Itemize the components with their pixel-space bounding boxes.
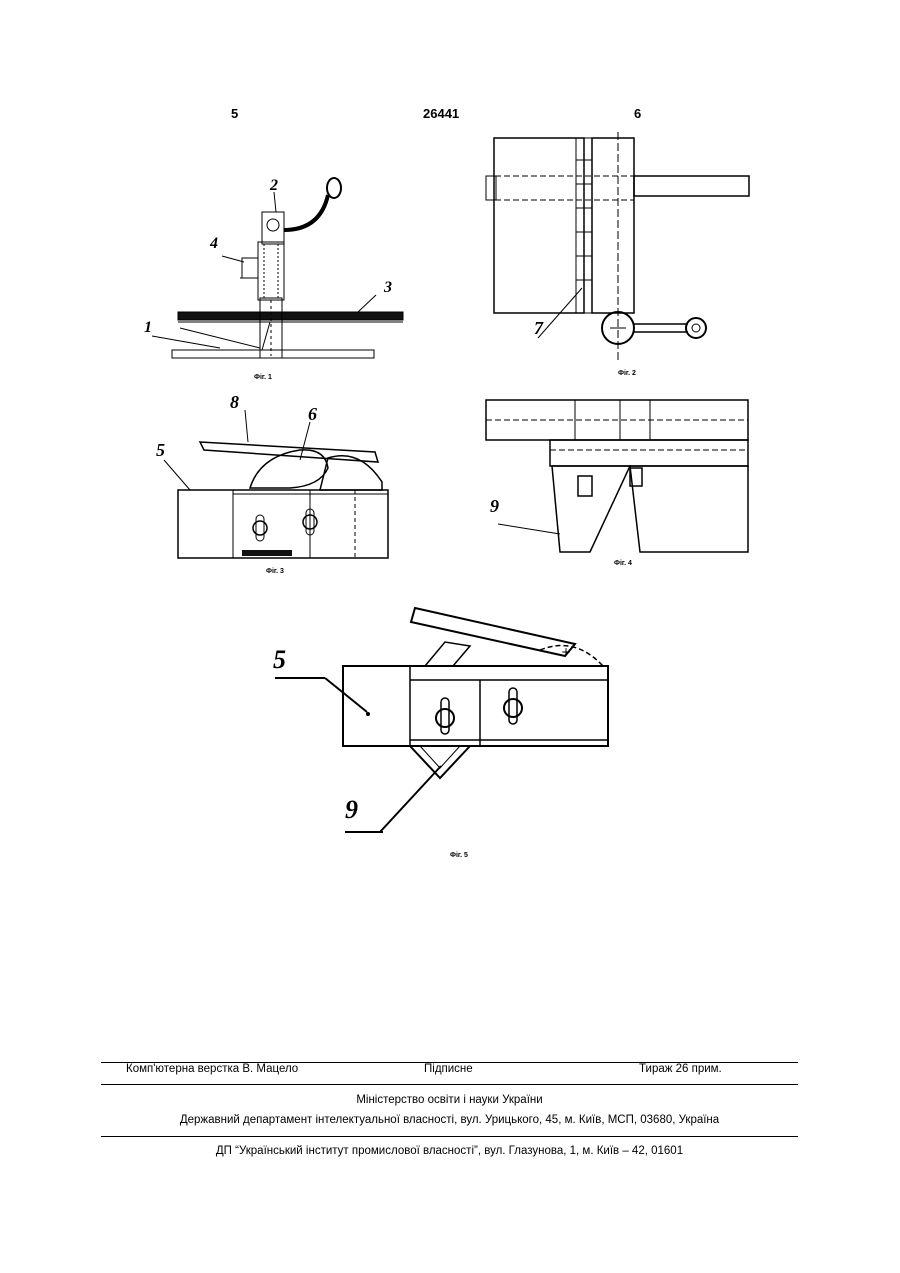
figure-2-caption: Фіг. 2: [618, 370, 636, 377]
figure-4-caption: Фіг. 4: [614, 560, 632, 567]
figure-4: 9: [480, 392, 750, 562]
callout-7: 7: [534, 318, 544, 338]
center-mark-icon: +: [561, 645, 571, 659]
callout-4: 4: [209, 235, 218, 252]
figure-1: 1 2 3 4: [140, 170, 410, 375]
footer-department: Державний департамент інтелектуальної вл…: [101, 1114, 798, 1126]
callout-9-fig5: 9: [345, 795, 358, 824]
patent-number: 26441: [423, 106, 459, 121]
footer-institute: ДП “Український інститут промислової вла…: [101, 1145, 798, 1157]
figure-3-caption: Фіг. 3: [266, 568, 284, 575]
callout-3: 3: [383, 279, 392, 296]
figure-5-drawing: + 5 9: [265, 590, 620, 845]
footer-rule-middle: [101, 1084, 798, 1085]
right-page-number: 6: [634, 106, 641, 121]
footer-signed: Підписне: [424, 1063, 473, 1075]
figure-3-drawing: 8 6 5: [150, 390, 400, 565]
callout-2: 2: [269, 177, 278, 194]
footer-rule-bottom: [101, 1136, 798, 1137]
footer-circulation: Тираж 26 прим.: [639, 1063, 722, 1075]
figure-2: 7: [478, 128, 758, 368]
callout-5: 5: [156, 440, 165, 460]
figure-2-drawing: 7: [478, 128, 758, 368]
figure-1-drawing: 1 2 3 4: [140, 170, 410, 375]
figure-4-drawing: 9: [480, 392, 750, 562]
figure-5-caption: Фіг. 5: [450, 852, 468, 859]
callout-1: 1: [144, 319, 152, 336]
figure-3: 8 6 5: [150, 390, 400, 565]
left-page-number: 5: [231, 106, 238, 121]
callout-9-fig4: 9: [490, 496, 499, 516]
footer-layout-credit: Комп'ютерна верстка В. Мацело: [126, 1063, 298, 1075]
figure-1-caption: Фіг. 1: [254, 374, 272, 381]
footer-ministry: Міністерство освіти і науки України: [101, 1094, 798, 1106]
callout-8: 8: [230, 392, 239, 412]
callout-6: 6: [308, 404, 317, 424]
figure-5: + 5 9: [265, 590, 620, 845]
callout-5-fig5: 5: [273, 645, 286, 674]
